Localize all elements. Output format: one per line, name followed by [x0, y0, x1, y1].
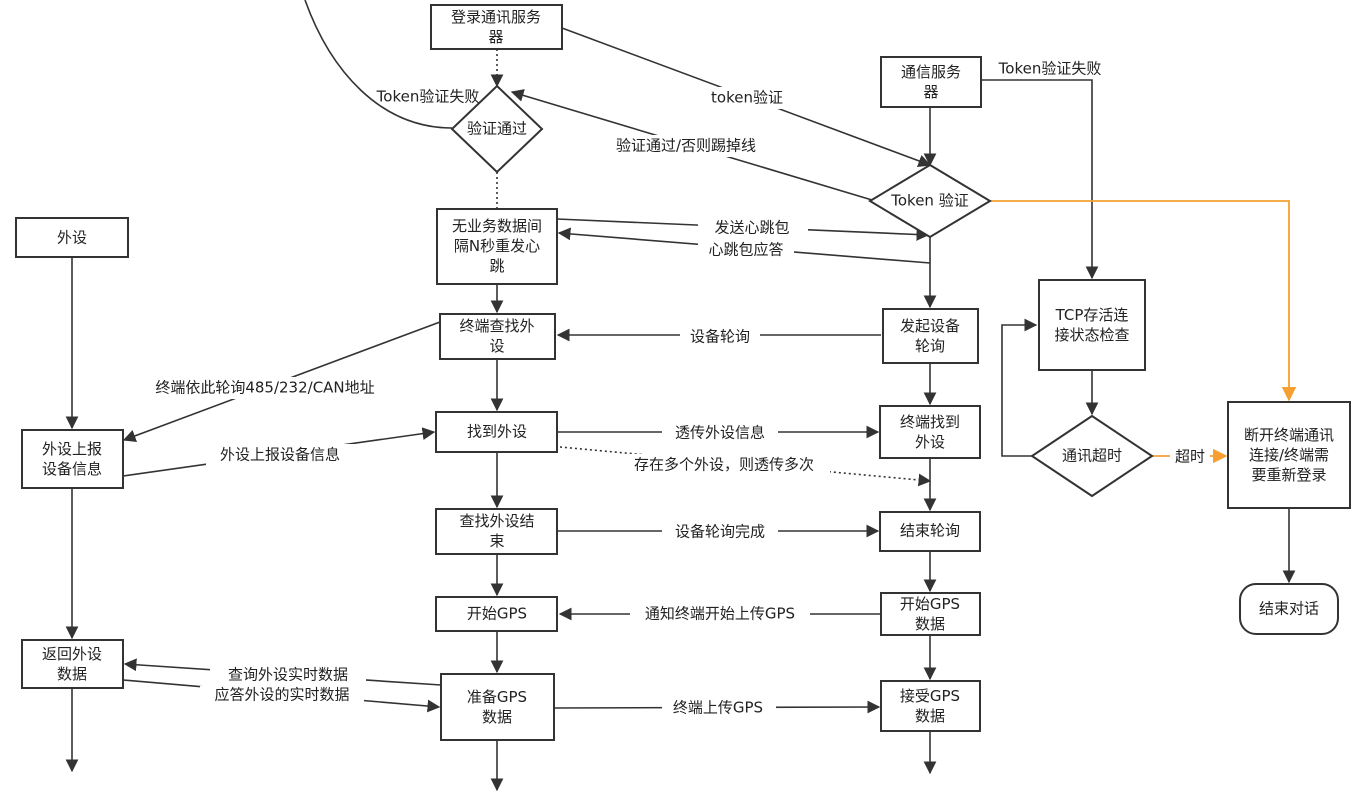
edge-labels: Token验证失败 token验证 Token验证失败 验证通过/否则踢掉线 发…	[138, 60, 1210, 719]
node-peripheral-text: 外设	[57, 229, 87, 247]
node-comm-server-text: 通信服务器	[901, 63, 961, 101]
node-peripheral-report-text: 外设上报设备信息	[42, 440, 102, 478]
edge-label-multi: 存在多个外设，则透传多次	[634, 456, 814, 474]
node-disconnect: 断开终端通讯连接/终端需要重新登录	[1227, 401, 1351, 509]
edge-label-heartbeat-reply: 心跳包应答	[708, 241, 783, 259]
edge-token-disconnect	[990, 200, 1297, 402]
node-start-gps-text: 开始GPS	[467, 605, 527, 623]
edge-label-poll-addr: 终端依此轮询485/232/CAN地址	[155, 379, 374, 397]
node-login-text: 登录通讯服务器	[451, 8, 541, 46]
node-return-data: 返回外设数据	[21, 639, 124, 689]
node-login: 登录通讯服务器	[430, 4, 563, 50]
nodes: 登录通讯服务器 验证通过 通信服务器 Token 验证 无业务数据间隔N秒重发心…	[15, 4, 1351, 741]
node-comm-timeout: 通讯超时	[1030, 414, 1154, 498]
node-terminal-find-text: 终端查找外设	[459, 317, 534, 355]
node-find-end: 查找外设结束	[435, 508, 558, 555]
node-tcp-check: TCP存活连接状态检查	[1038, 279, 1146, 371]
node-terminal-found-text: 终端找到外设	[900, 413, 960, 451]
node-end-session-text: 结束对话	[1259, 600, 1319, 618]
node-peripheral-report: 外设上报设备信息	[21, 429, 124, 489]
node-end-poll-text: 结束轮询	[900, 522, 960, 540]
node-end-session: 结束对话	[1239, 583, 1339, 635]
node-found: 找到外设	[435, 411, 558, 453]
node-found-text: 找到外设	[467, 423, 527, 441]
edge-label-passthrough: 透传外设信息	[675, 424, 765, 442]
edge-server-tcp	[981, 79, 1099, 280]
node-terminal-find: 终端查找外设	[439, 313, 556, 360]
node-comm-timeout-text: 通讯超时	[1062, 447, 1122, 465]
node-disconnect-text: 断开终端通讯连接/终端需要重新登录	[1244, 426, 1334, 484]
node-return-data-text: 返回外设数据	[42, 645, 102, 683]
edge-label-report-info: 外设上报设备信息	[220, 446, 340, 464]
node-start-poll-text: 发起设备轮询	[900, 317, 960, 355]
node-comm-server: 通信服务器	[880, 56, 982, 108]
edge-label-poll-complete: 设备轮询完成	[675, 523, 765, 541]
node-peripheral: 外设	[15, 217, 129, 258]
edge-label-notify-gps: 通知终端开始上传GPS	[645, 605, 795, 623]
node-no-business: 无业务数据间隔N秒重发心跳	[436, 208, 558, 285]
edge-label-device-poll: 设备轮询	[690, 328, 750, 346]
edge-label-send-heartbeat: 发送心跳包	[714, 219, 789, 237]
node-start-poll: 发起设备轮询	[882, 308, 979, 364]
edge-label-reply-realtime: 应答外设的实时数据	[214, 686, 349, 704]
node-token-verify-text: Token 验证	[890, 192, 968, 210]
edge-label-token-fail-left: Token验证失败	[376, 88, 480, 106]
node-token-verify: Token 验证	[868, 163, 992, 239]
node-verify-pass-text: 验证通过	[467, 120, 527, 138]
edge-label-token-verify: token验证	[711, 89, 783, 107]
edge-label-token-fail-right: Token验证失败	[998, 60, 1102, 78]
edge-timeout-loop	[1001, 318, 1038, 457]
node-find-end-text: 查找外设结束	[459, 512, 534, 550]
edge-label-timeout: 超时	[1175, 448, 1205, 466]
node-end-poll: 结束轮询	[879, 511, 981, 552]
edge-label-query-realtime: 查询外设实时数据	[228, 666, 348, 684]
edge-token-fail-loop	[304, 0, 453, 129]
edge-label-upload-gps: 终端上传GPS	[673, 699, 763, 717]
node-verify-pass: 验证通过	[450, 84, 544, 174]
node-start-gps: 开始GPS	[435, 596, 558, 632]
node-no-business-text: 无业务数据间隔N秒重发心跳	[452, 217, 542, 275]
node-terminal-found: 终端找到外设	[879, 405, 981, 459]
node-tcp-check-text: TCP存活连接状态检查	[1054, 306, 1129, 344]
edge-label-verify-pass-kick: 验证通过/否则踢掉线	[616, 137, 756, 155]
